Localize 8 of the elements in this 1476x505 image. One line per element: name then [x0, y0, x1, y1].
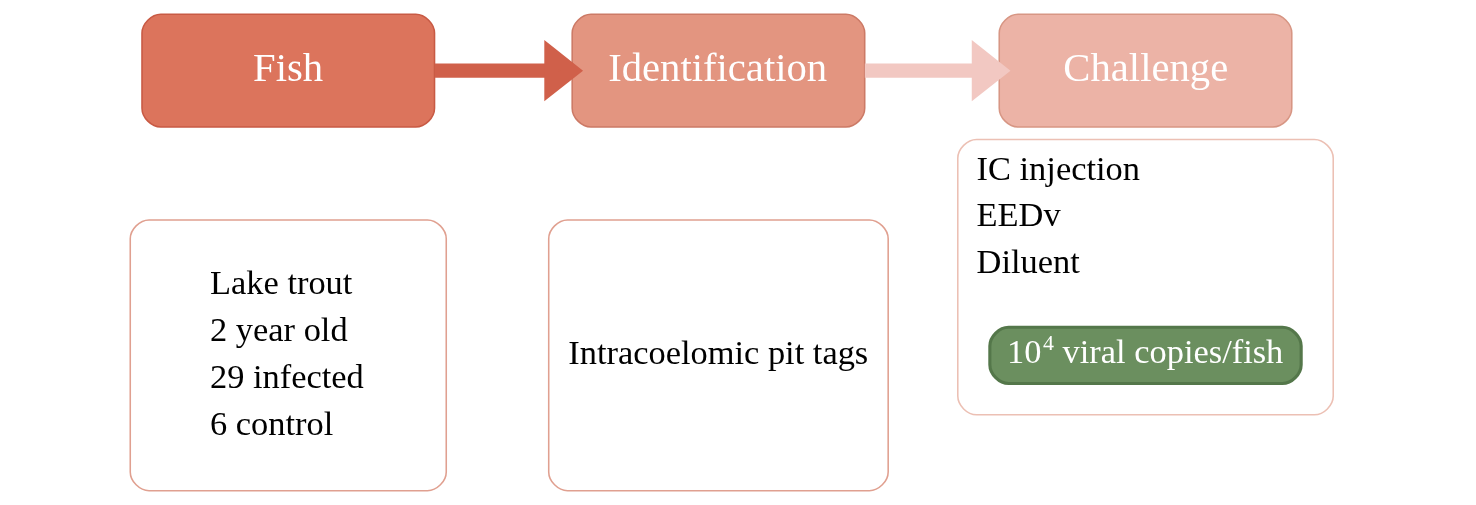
node-box: Intracoelomic pit tags [547, 219, 889, 492]
arrow [434, 40, 584, 102]
node-box: 10$^{4}$ viral copies/fish [988, 325, 1303, 386]
node-box: Lake trout 2 year old 29 infected 6 control [129, 219, 448, 492]
arrow [864, 40, 1011, 102]
node-box: Fish [141, 13, 436, 128]
node-box: Challenge [998, 13, 1293, 128]
node-box: Identification [571, 13, 866, 128]
